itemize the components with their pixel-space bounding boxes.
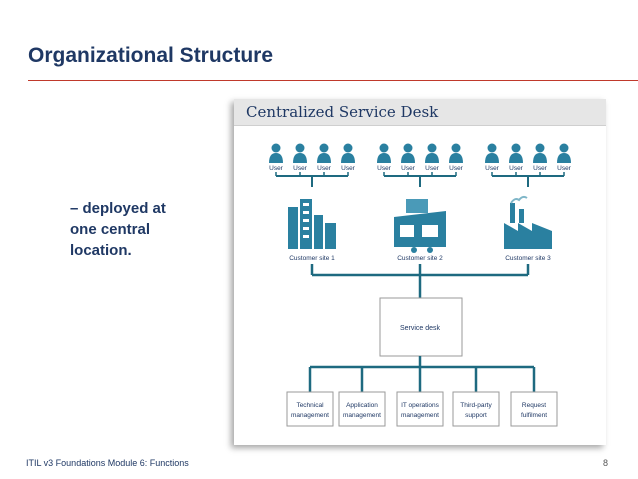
user-icon xyxy=(377,143,391,163)
user-icon xyxy=(449,143,463,163)
user-label: User xyxy=(293,165,308,172)
user-label: User xyxy=(317,165,332,172)
function-label-line-1: IT operations xyxy=(401,402,440,409)
user-icon xyxy=(425,143,439,163)
bullet-text: – deployed at one central location. xyxy=(70,198,190,261)
function-box xyxy=(338,391,386,427)
user-icon xyxy=(485,143,499,163)
user-icon xyxy=(509,143,523,163)
diagram-title-bar: Centralized Service Desk xyxy=(234,99,606,126)
factory-icon xyxy=(504,195,552,249)
function-box xyxy=(452,391,500,427)
user-label: User xyxy=(401,165,416,172)
bullet-line-3: location. xyxy=(70,242,132,259)
function-label-line-2: management xyxy=(291,412,329,419)
diagram-title: Centralized Service Desk xyxy=(246,103,439,121)
function-label-line-2: fulfilment xyxy=(521,412,547,419)
user-icon xyxy=(341,143,355,163)
user-label: User xyxy=(377,165,392,172)
shop-icon xyxy=(394,199,446,253)
function-label-line-2: management xyxy=(401,412,439,419)
service-desk-label: Service desk xyxy=(400,325,441,332)
function-label-line-1: Application xyxy=(346,402,378,409)
bullet-line-2: one central xyxy=(70,221,151,238)
user-label: User xyxy=(485,165,500,172)
customer-site-label: Customer site 2 xyxy=(397,255,443,262)
function-box xyxy=(510,391,558,427)
function-label-line-1: Third-party xyxy=(460,402,492,409)
service-desk-box xyxy=(379,297,463,357)
title-divider xyxy=(28,80,638,81)
user-label: User xyxy=(509,165,524,172)
building-icon xyxy=(288,199,336,249)
function-box xyxy=(396,391,444,427)
user-label: User xyxy=(425,165,440,172)
user-icon xyxy=(317,143,331,163)
user-icon xyxy=(401,143,415,163)
user-icon xyxy=(293,143,307,163)
customer-site-label: Customer site 1 xyxy=(289,255,335,262)
function-label-line-2: management xyxy=(343,412,381,419)
user-icon xyxy=(269,143,283,163)
footer-text: ITIL v3 Foundations Module 6: Functions xyxy=(26,458,189,468)
customer-site-label: Customer site 3 xyxy=(505,255,551,262)
user-label: User xyxy=(269,165,284,172)
page-number: 8 xyxy=(602,458,608,468)
page-title: Organizational Structure xyxy=(28,44,274,67)
user-label: User xyxy=(449,165,464,172)
function-box xyxy=(286,391,334,427)
user-icon xyxy=(557,143,571,163)
user-icon xyxy=(533,143,547,163)
user-label: User xyxy=(557,165,572,172)
user-label: User xyxy=(533,165,548,172)
user-label: User xyxy=(341,165,356,172)
bullet-line-1: – deployed at xyxy=(70,200,166,217)
function-label-line-1: Request xyxy=(522,402,546,409)
function-label-line-1: Technical xyxy=(296,402,324,409)
function-label-line-2: support xyxy=(465,412,487,419)
